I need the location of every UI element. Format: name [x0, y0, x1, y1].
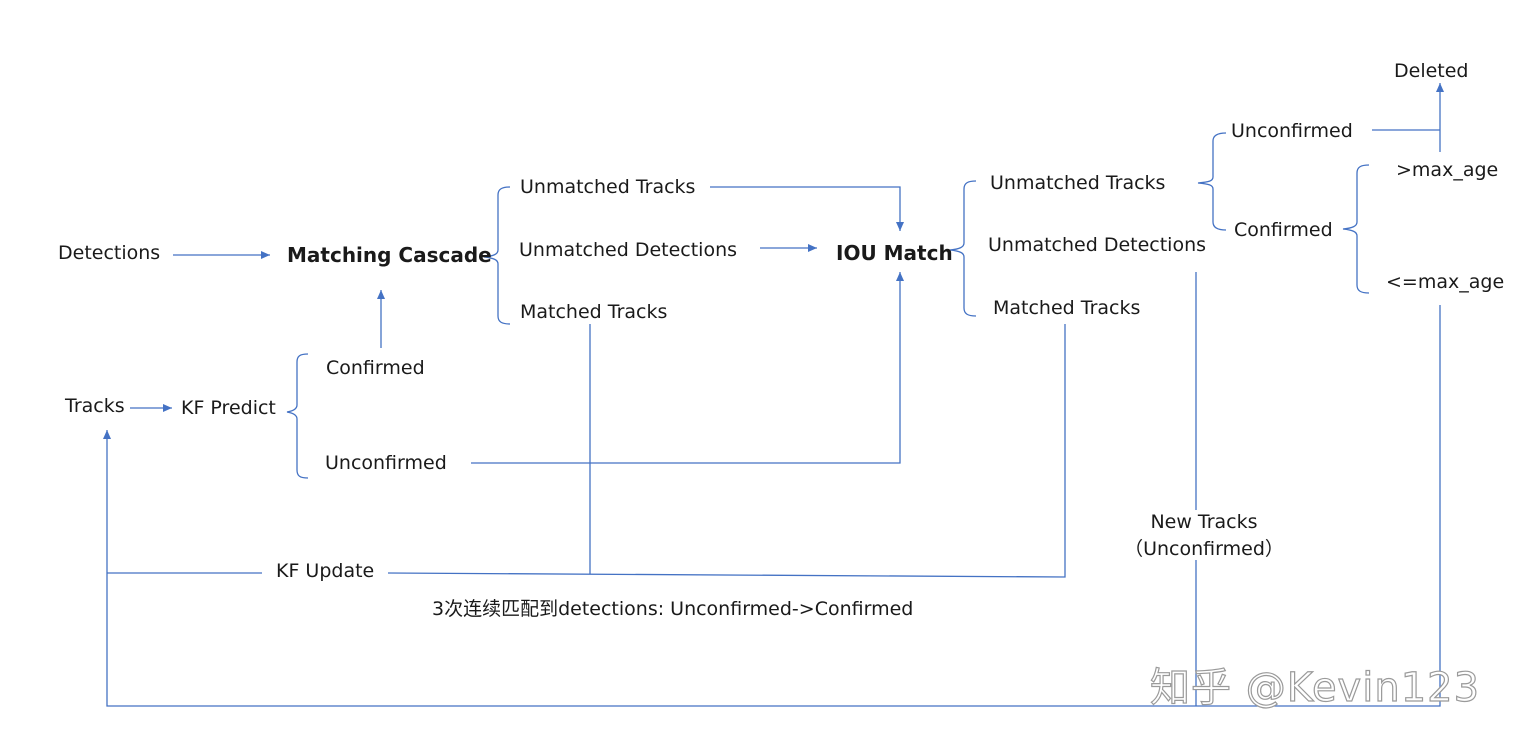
line-iou-matched-to-kf-update [387, 324, 1066, 578]
iou-unmatched-tracks-label: Unmatched Tracks [990, 172, 1166, 194]
unconfirmed-tracks-label: Unconfirmed [325, 452, 447, 474]
unconfirmed-unmatched-label: Unconfirmed [1231, 120, 1353, 142]
arrow-feedback-to-tracks [103, 305, 1441, 707]
cascade-unmatched-detections-label: Unmatched Detections [519, 239, 738, 261]
bracket-iou-unmatched-tracks [1197, 132, 1227, 231]
tracks-label: Tracks [65, 395, 125, 417]
cascade-matched-tracks-label: Matched Tracks [520, 301, 668, 323]
matching-cascade-node: Matching Cascade [287, 243, 492, 267]
kf-update-node: KF Update [276, 560, 375, 582]
new-tracks-unconfirmed-label: （Unconfirmed） [1124, 538, 1284, 560]
bracket-matching-cascade [483, 186, 511, 325]
arrow-unconfirmed-to-iou [471, 272, 904, 464]
iou-matched-tracks-label: Matched Tracks [993, 297, 1141, 319]
cascade-unmatched-tracks-label: Unmatched Tracks [520, 176, 696, 198]
deleted-label: Deleted [1394, 60, 1469, 82]
iou-unmatched-detections-label: Unmatched Detections [988, 234, 1207, 256]
confirmed-tracks-label: Confirmed [326, 357, 425, 379]
bracket-confirmed-right [1342, 164, 1370, 294]
bracket-iou-match [949, 180, 977, 317]
gt-max-age-label: >max_age [1396, 159, 1499, 181]
le-max-age-label: <=max_age [1386, 271, 1505, 293]
bracket-kf-predict [286, 353, 309, 479]
new-tracks-label: New Tracks [1150, 511, 1258, 533]
watermark-text: 知乎 @Kevin123 [1149, 665, 1481, 711]
kf-predict-node: KF Predict [181, 397, 276, 419]
iou-match-node: IOU Match [836, 241, 953, 265]
detections-label: Detections [58, 242, 161, 264]
confirmation-note: 3次连续匹配到detections: Unconfirmed->Confirme… [432, 598, 914, 620]
confirmed-unmatched-label: Confirmed [1234, 219, 1333, 241]
arrow-unmatched-tracks-to-iou [710, 186, 904, 231]
